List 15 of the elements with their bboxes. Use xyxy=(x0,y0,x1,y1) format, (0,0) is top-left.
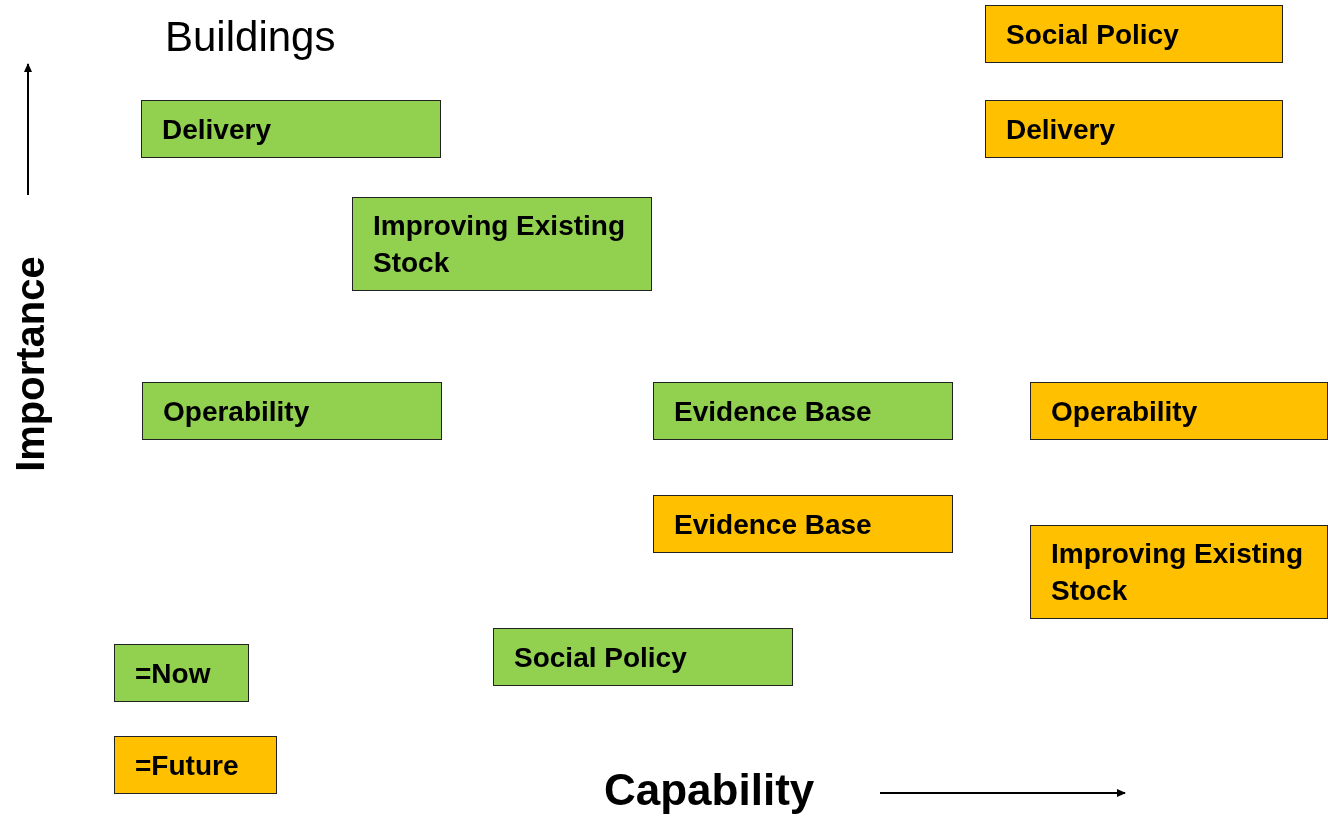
now-box: Social Policy xyxy=(493,628,793,686)
now-box: Operability xyxy=(142,382,442,440)
future-box: Evidence Base xyxy=(653,495,953,553)
now-box: Evidence Base xyxy=(653,382,953,440)
legend-label: =Future xyxy=(135,748,239,783)
future-box: Improving Existing Stock xyxy=(1030,525,1328,619)
axis-label: Importance xyxy=(7,255,53,474)
future-box: Delivery xyxy=(985,100,1283,158)
axis-label: Capability xyxy=(604,764,815,816)
future-box: Operability xyxy=(1030,382,1328,440)
chart-title: Buildings xyxy=(165,12,336,62)
now-box: Delivery xyxy=(141,100,441,158)
legend-label: =Now xyxy=(135,656,211,691)
now-box: Improving Existing Stock xyxy=(352,197,652,291)
future-box: Social Policy xyxy=(985,5,1283,63)
